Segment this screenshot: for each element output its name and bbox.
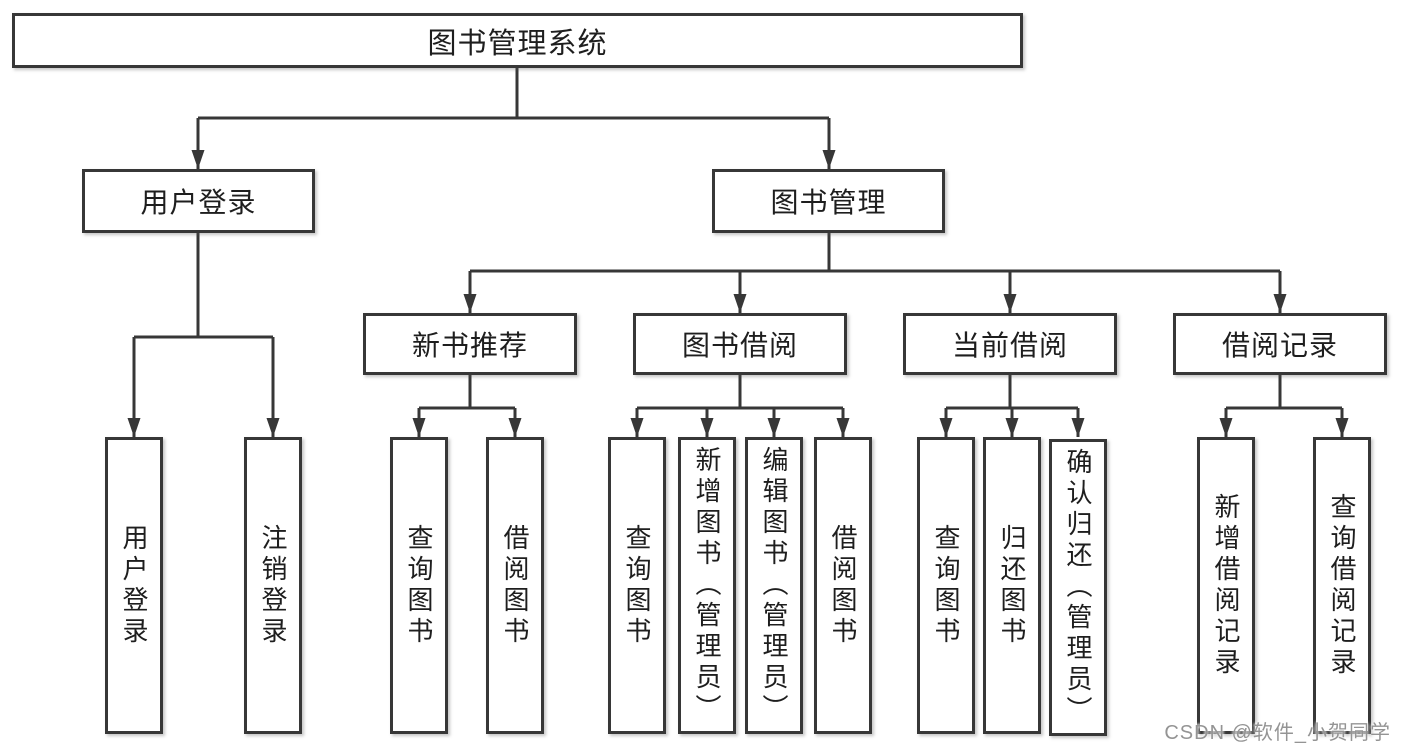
leaf-borrowing-query-books: 查询图书 bbox=[608, 437, 666, 734]
leaf-current-query-books: 查询图书 bbox=[917, 437, 975, 734]
leaf-borrowing-add-books-admin-label: 新增图书（管理员） bbox=[692, 446, 722, 725]
leaf-recommend-borrow-books: 借阅图书 bbox=[486, 437, 544, 734]
leaf-borrowing-edit-books-admin: 编辑图书（管理员） bbox=[745, 437, 803, 734]
watermark: CSDN @软件_小贺同学 bbox=[1164, 722, 1391, 744]
node-root-label: 图书管理系统 bbox=[427, 27, 608, 60]
leaf-records-query-record-label: 查询借阅记录 bbox=[1327, 492, 1357, 679]
node-user-login: 用户登录 bbox=[82, 169, 315, 233]
leaf-current-return-books: 归还图书 bbox=[983, 437, 1041, 734]
leaf-recommend-borrow-books-label: 借阅图书 bbox=[500, 523, 530, 648]
leaf-user-login-label: 用户登录 bbox=[119, 523, 149, 648]
node-book-borrowing: 图书借阅 bbox=[633, 313, 847, 375]
leaf-current-return-books-label: 归还图书 bbox=[997, 523, 1027, 648]
node-book-borrowing-label: 图书借阅 bbox=[681, 330, 798, 361]
leaf-current-confirm-return-admin-label: 确认归还（管理员） bbox=[1063, 448, 1093, 727]
leaf-logout-label: 注销登录 bbox=[258, 523, 288, 648]
node-root: 图书管理系统 bbox=[12, 13, 1023, 68]
leaf-records-add-record: 新增借阅记录 bbox=[1197, 437, 1255, 734]
leaf-borrowing-query-books-label: 查询图书 bbox=[622, 523, 652, 648]
leaf-records-query-record: 查询借阅记录 bbox=[1313, 437, 1371, 734]
leaf-recommend-query-books: 查询图书 bbox=[390, 437, 448, 734]
node-new-book-recommend-label: 新书推荐 bbox=[411, 330, 528, 361]
leaf-recommend-query-books-label: 查询图书 bbox=[404, 523, 434, 648]
leaf-logout: 注销登录 bbox=[244, 437, 302, 734]
node-borrowing-records-label: 借阅记录 bbox=[1221, 330, 1338, 361]
leaf-user-login: 用户登录 bbox=[105, 437, 163, 734]
leaf-records-add-record-label: 新增借阅记录 bbox=[1211, 492, 1241, 679]
node-book-management: 图书管理 bbox=[712, 169, 945, 233]
leaf-borrowing-add-books-admin: 新增图书（管理员） bbox=[678, 437, 736, 734]
node-new-book-recommend: 新书推荐 bbox=[363, 313, 577, 375]
leaf-borrowing-edit-books-admin-label: 编辑图书（管理员） bbox=[759, 446, 789, 725]
leaf-current-confirm-return-admin: 确认归还（管理员） bbox=[1049, 439, 1107, 736]
node-user-login-label: 用户登录 bbox=[140, 187, 257, 218]
leaf-current-query-books-label: 查询图书 bbox=[931, 523, 961, 648]
leaf-borrowing-borrow-books-label: 借阅图书 bbox=[828, 523, 858, 648]
leaf-borrowing-borrow-books: 借阅图书 bbox=[814, 437, 872, 734]
node-borrowing-records: 借阅记录 bbox=[1173, 313, 1387, 375]
node-current-borrowing: 当前借阅 bbox=[903, 313, 1117, 375]
node-book-management-label: 图书管理 bbox=[770, 187, 887, 218]
node-current-borrowing-label: 当前借阅 bbox=[951, 330, 1068, 361]
